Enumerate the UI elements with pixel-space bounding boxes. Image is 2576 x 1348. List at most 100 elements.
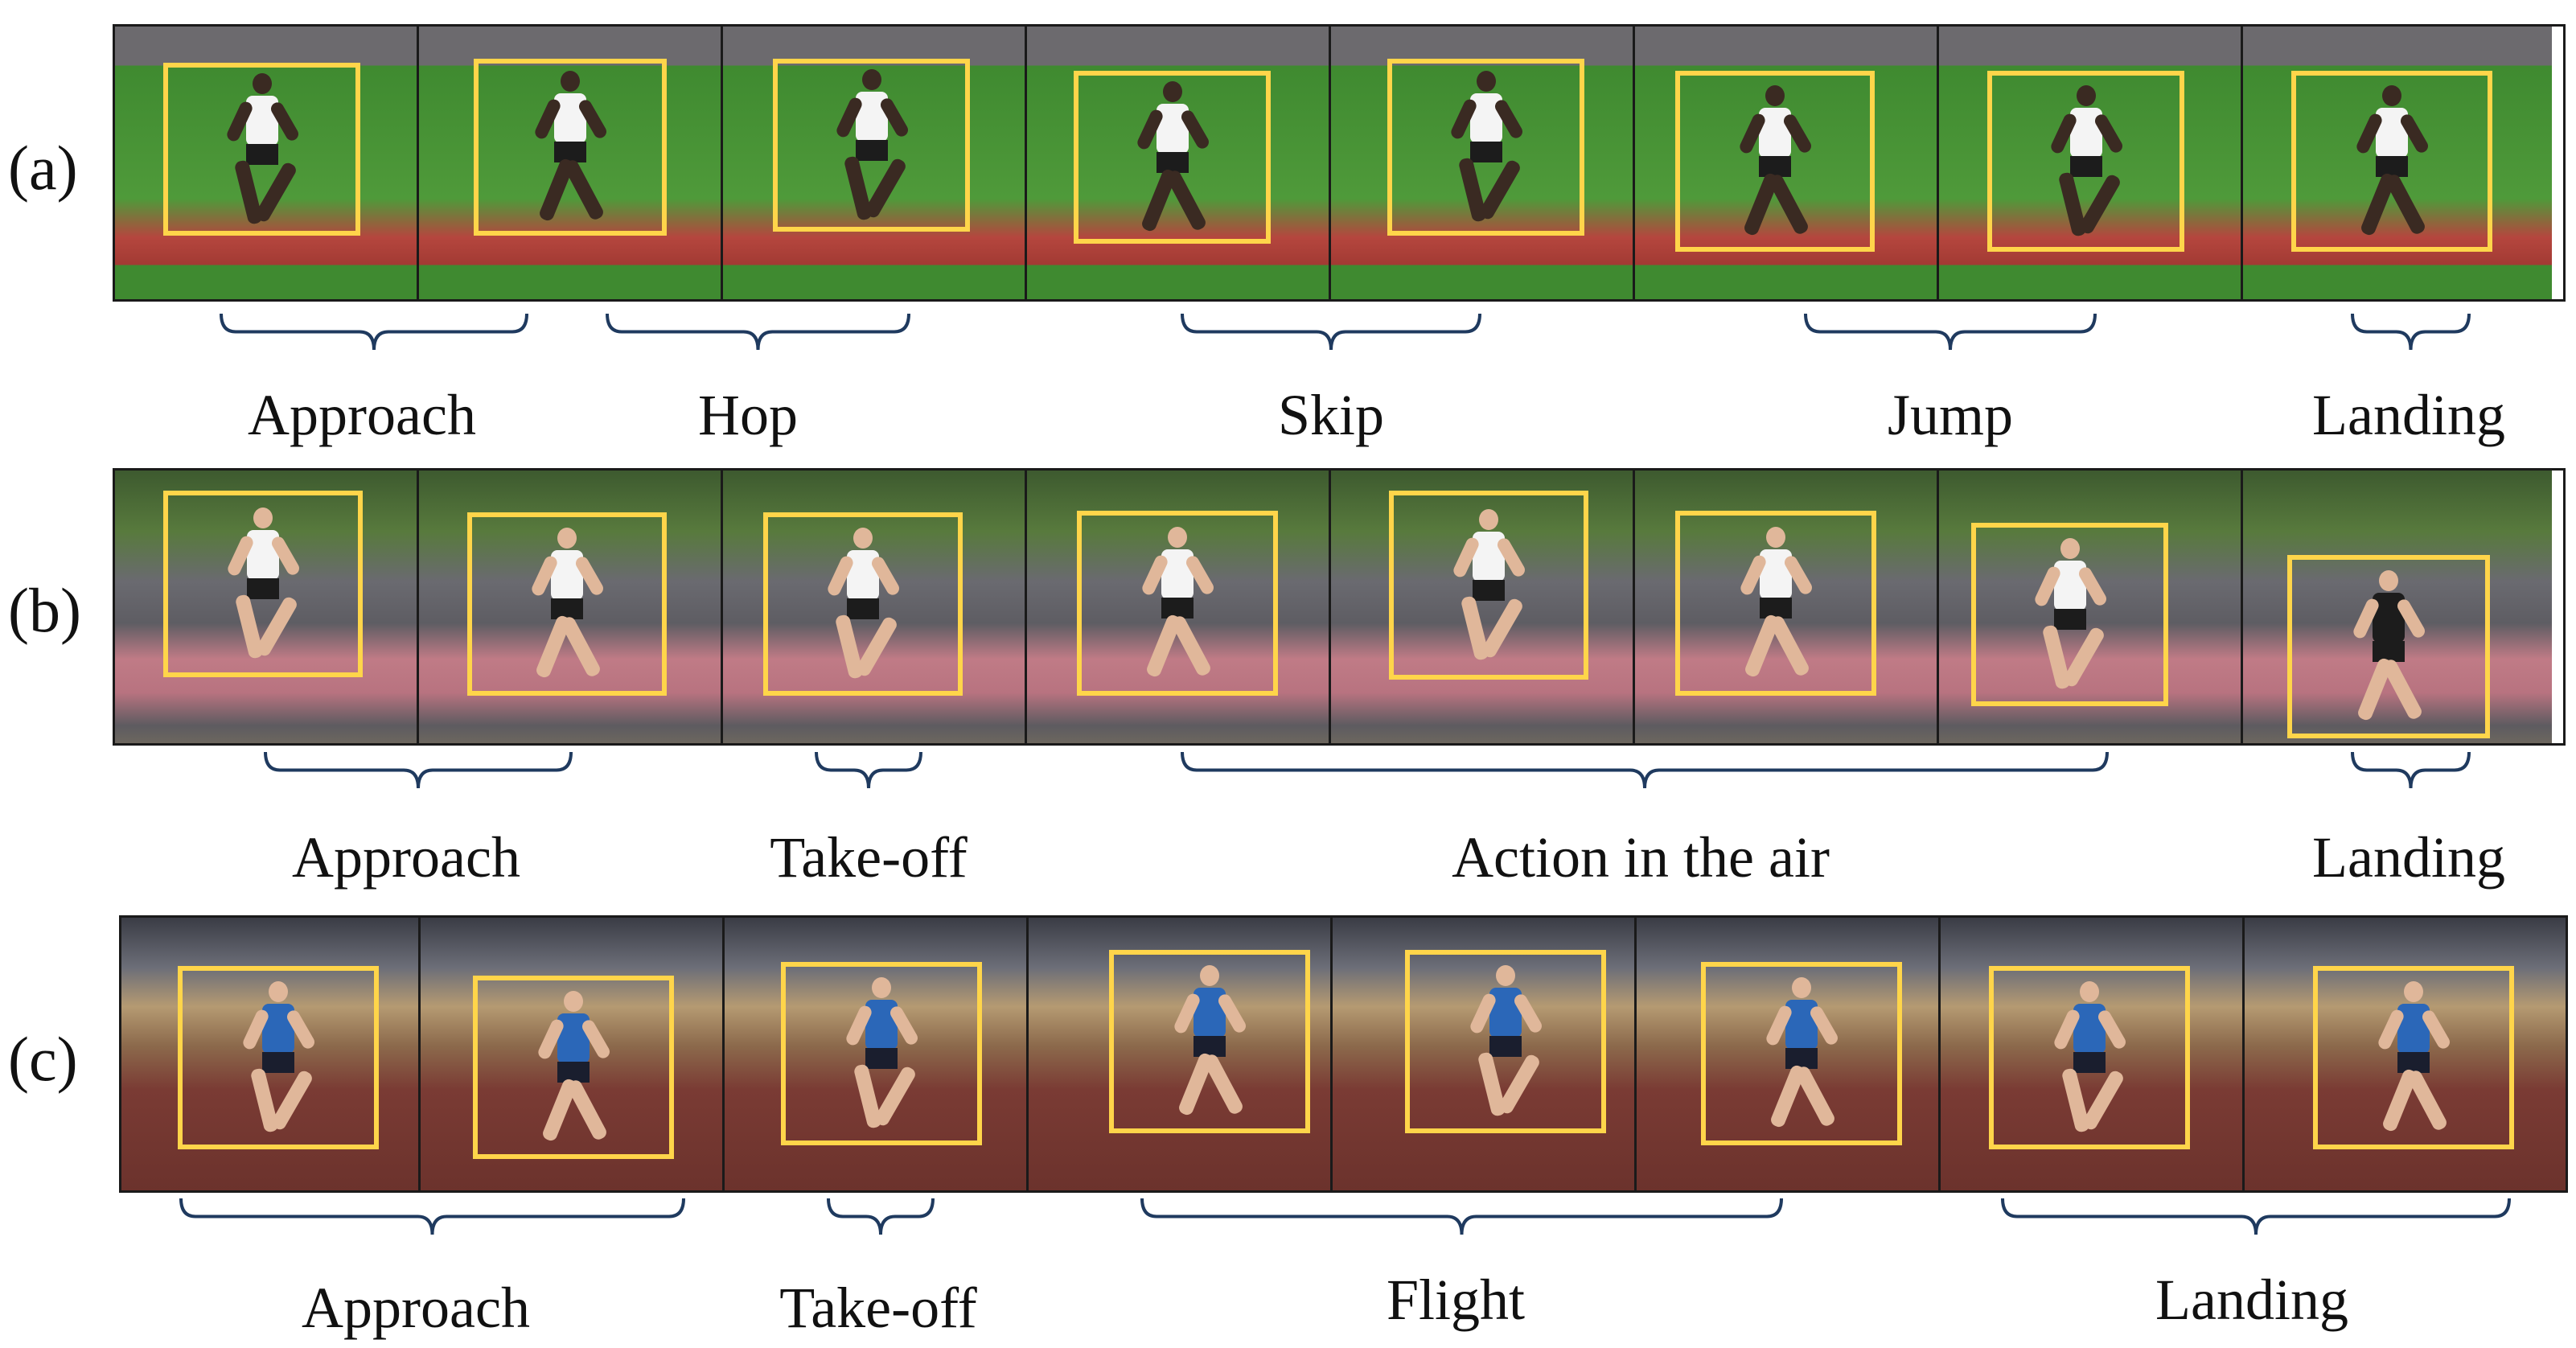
athlete-bounding-box (2287, 555, 2490, 738)
video-frame-a-5 (1331, 27, 1635, 299)
brace-takeoff-b (815, 751, 922, 789)
row-label-b: (b) (8, 575, 81, 645)
athlete-figure (2351, 570, 2427, 723)
video-frame-c-1 (121, 918, 421, 1190)
video-frame-a-7 (1939, 27, 2243, 299)
athlete-figure (1738, 527, 1814, 680)
brace-landing-a (2351, 313, 2471, 351)
athlete-bounding-box (1987, 71, 2184, 252)
row-label-a: (a) (8, 133, 78, 203)
phase-label-landing-c: Landing (2155, 1268, 2348, 1332)
row-b: (b) Approach Take-off Action in the air … (8, 468, 2566, 890)
phase-label-hop-a: Hop (698, 383, 798, 447)
athlete-figure (224, 72, 301, 226)
video-frame-c-5 (1333, 918, 1637, 1190)
phase-label-approach-b: Approach (292, 825, 520, 890)
athlete-bounding-box (1109, 950, 1310, 1133)
athlete-bounding-box (178, 966, 379, 1149)
brace-hop-a (606, 313, 910, 351)
phase-label-approach-c: Approach (302, 1276, 530, 1340)
video-frame-a-8 (2243, 27, 2552, 299)
video-frame-b-2 (419, 471, 723, 743)
video-frame-b-7 (1939, 471, 2243, 743)
frame-strip-b (113, 468, 2566, 746)
video-frame-a-4 (1027, 27, 1331, 299)
athlete-figure (529, 528, 606, 680)
athlete-bounding-box (1675, 511, 1876, 696)
video-frame-c-4 (1029, 918, 1333, 1190)
brace-landing-b (2351, 751, 2471, 789)
video-frame-c-2 (421, 918, 725, 1190)
athlete-bounding-box (473, 976, 674, 1159)
phase-label-landing-a: Landing (2312, 383, 2505, 447)
athlete-bounding-box (474, 59, 667, 236)
video-frame-c-6 (1637, 918, 1941, 1190)
athlete-figure (225, 508, 302, 660)
brace-air-b (1181, 751, 2109, 789)
phase-label-takeoff-b: Take-off (770, 825, 968, 890)
video-frame-b-5 (1331, 471, 1635, 743)
athlete-bounding-box (163, 63, 360, 236)
athlete-figure (1764, 977, 1840, 1130)
athlete-bounding-box (1389, 491, 1588, 680)
video-frame-b-1 (115, 471, 419, 743)
athlete-bounding-box (763, 512, 963, 696)
athlete-bounding-box (1405, 950, 1606, 1133)
athlete-bounding-box (1989, 966, 2190, 1149)
brace-approach-c (179, 1198, 685, 1235)
brace-approach-a (220, 313, 528, 351)
phase-label-air-b: Action in the air (1452, 825, 1830, 890)
athlete-figure (825, 528, 902, 680)
athlete-figure (240, 981, 317, 1134)
phase-label-flight-c: Flight (1386, 1268, 1526, 1332)
video-frame-c-8 (2245, 918, 2566, 1190)
video-frame-b-4 (1027, 471, 1331, 743)
video-frame-a-2 (419, 27, 723, 299)
athlete-bounding-box (467, 512, 667, 696)
video-frame-a-1 (115, 27, 419, 299)
video-frame-c-3 (725, 918, 1029, 1190)
athlete-figure (1448, 71, 1525, 224)
brace-landing-c (2001, 1198, 2511, 1235)
athlete-bounding-box (163, 491, 363, 677)
brace-skip-a (1181, 313, 1481, 351)
athlete-figure (2052, 981, 2128, 1134)
athlete-bounding-box (1675, 71, 1875, 252)
phase-label-takeoff-c: Take-off (779, 1276, 977, 1340)
athlete-bounding-box (1701, 962, 1902, 1145)
athlete-figure (2354, 84, 2430, 238)
athlete-figure (536, 991, 612, 1144)
video-frame-c-7 (1941, 918, 2245, 1190)
brace-takeoff-c (827, 1198, 935, 1235)
athlete-bounding-box (1074, 71, 1271, 244)
athlete-bounding-box (1971, 523, 2168, 706)
athlete-figure (532, 71, 609, 224)
athlete-figure (2032, 538, 2109, 691)
row-label-c: (c) (8, 1024, 78, 1094)
phase-label-jump-a: Jump (1887, 383, 2014, 447)
athlete-bounding-box (2313, 966, 2514, 1149)
brace-flight-c (1140, 1198, 1783, 1235)
video-frame-b-6 (1635, 471, 1939, 743)
athlete-figure (1172, 965, 1248, 1118)
brace-approach-b (264, 751, 573, 789)
athlete-bounding-box (1077, 511, 1278, 696)
athlete-figure (2048, 84, 2125, 238)
video-frame-b-3 (723, 471, 1027, 743)
athlete-figure (844, 977, 920, 1130)
athlete-figure (1135, 80, 1211, 234)
athlete-bounding-box (781, 962, 982, 1145)
athlete-figure (1140, 527, 1216, 680)
phase-label-skip-a: Skip (1277, 383, 1385, 447)
athlete-bounding-box (773, 59, 970, 232)
athlete-figure (2376, 981, 2452, 1134)
athlete-figure (1737, 84, 1814, 238)
athlete-bounding-box (1387, 59, 1584, 236)
athlete-figure (1451, 508, 1527, 662)
video-frame-a-6 (1635, 27, 1939, 299)
video-frame-a-3 (723, 27, 1027, 299)
phase-label-landing-b: Landing (2312, 825, 2505, 890)
brace-jump-a (1804, 313, 2097, 351)
